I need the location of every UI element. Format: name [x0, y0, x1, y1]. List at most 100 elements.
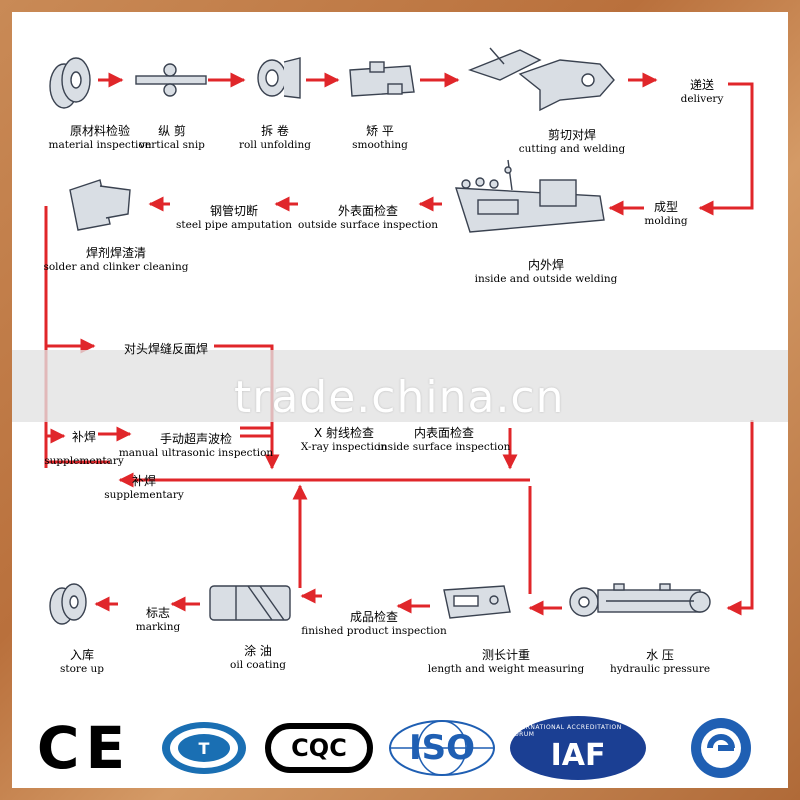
step-label-en: solder and clinker cleaning	[43, 261, 189, 273]
step-label-zh: 外表面检查	[337, 204, 398, 218]
step-label-en: X-ray inspection	[300, 441, 388, 453]
iaf-ring-text: INTERNATIONAL ACCREDITATION FORUM	[510, 723, 622, 738]
equipment-icons	[49, 47, 711, 625]
step-delivery: 递送 delivery	[681, 76, 724, 105]
svg-text:T: T	[199, 739, 210, 758]
step-label-zh: 内表面检查	[413, 426, 475, 440]
ce-mark-text: CE	[36, 714, 132, 782]
arrow	[726, 420, 754, 616]
step-label-en: supplementary	[104, 489, 184, 501]
step-vertical-snip: 纵 剪 vertical snip	[139, 122, 205, 151]
step-label-zh: 纵 剪	[158, 124, 186, 138]
step-roll-unfolding: 拆 卷 roll unfolding	[239, 122, 311, 151]
step-label-zh: 拆 卷	[261, 124, 289, 138]
step-label-en: length and weight measuring	[427, 663, 585, 675]
flow-arrows-layer	[44, 47, 754, 625]
step-label-zh: 对头焊缝反面焊	[123, 342, 209, 356]
step-label-zh: 涂 油	[244, 644, 272, 658]
step-label-en: supplementary	[44, 455, 124, 467]
step-label-en: store up	[60, 663, 104, 675]
pipe-oil-coating-icon	[209, 585, 291, 621]
step-solder-clinker-cleaning: 焊剂焊渣清 solder and clinker cleaning	[43, 244, 188, 273]
step-label-zh: 矫 平	[366, 124, 394, 138]
step-label-en: finished product inspection	[301, 625, 447, 637]
step-outside-surface-inspection: 外表面检查 outside surface inspection	[298, 202, 438, 231]
step-oil-coating: 涂 油 oil coating	[230, 642, 286, 671]
step-marking: 标志 marking	[136, 604, 180, 633]
iaf-logo: INTERNATIONAL ACCREDITATION FORUM IAF	[508, 716, 648, 780]
ccc-seal-icon: T	[158, 718, 250, 778]
step-label-en: manual ultrasonic inspection	[118, 447, 274, 459]
step-label-zh: 补焊	[71, 430, 96, 444]
watermark-text: trade.china.cn	[234, 372, 565, 423]
cbs-circle-logo	[666, 718, 776, 778]
cqc-logo: CQC	[260, 718, 378, 778]
ce-mark-logo: CE	[20, 714, 148, 782]
weighing-machine-icon	[443, 585, 511, 619]
step-label-en: vertical snip	[139, 139, 205, 151]
step-label-zh: 焊剂焊渣清	[85, 246, 146, 260]
hydraulic-press-icon	[569, 583, 711, 617]
step-hydraulic-pressure: 水 压 hydraulic pressure	[610, 646, 710, 675]
step-label-zh: 标志	[145, 606, 171, 620]
iaf-text: IAF	[550, 737, 606, 773]
step-label-zh: 补焊	[131, 474, 156, 488]
step-cutting-welding: 剪切对焊 cutting and welding	[519, 126, 625, 155]
certification-bar: CE T CQC ISO INTERNATIONAL ACCREDITATION…	[12, 706, 788, 788]
step-label-en: smoothing	[352, 139, 408, 151]
step-label-zh: 钢管切断	[209, 204, 258, 218]
step-steel-pipe-amputation: 钢管切断 steel pipe amputation	[176, 202, 292, 231]
step-inside-outside-welding: 内外焊 inside and outside welding	[475, 256, 618, 285]
step-molding: 成型 molding	[644, 198, 687, 227]
step-label-en: inside and outside welding	[474, 273, 618, 285]
step-supplementary-1: 补焊 supplementary	[44, 428, 124, 467]
step-store-up: 入库 store up	[60, 646, 104, 675]
step-label-en: roll unfolding	[238, 139, 312, 151]
step-finished-product-inspection: 成品检查 finished product inspection	[301, 608, 447, 637]
step-label-zh: 原材料检验	[69, 124, 131, 138]
step-inside-surface-inspection: 内表面检查 inside surface inspection	[378, 424, 511, 453]
arrow	[698, 82, 754, 216]
steel-coil-icon	[49, 57, 91, 109]
step-label-zh: X 射线检查	[313, 426, 375, 440]
step-supplementary-2: 补焊 supplementary	[104, 472, 184, 501]
snip-machine-icon	[135, 63, 207, 97]
step-length-weight-measuring: 测长计重 length and weight measuring	[428, 646, 585, 675]
stored-pipes-icon	[49, 583, 87, 625]
step-label-zh: 手动超声波检	[159, 432, 233, 446]
step-label-zh: 剪切对焊	[547, 128, 596, 142]
flow-arrows	[44, 72, 754, 616]
step-label-en: molding	[644, 215, 688, 227]
step-label-zh: 内外焊	[527, 258, 565, 272]
iso-logo: ISO	[386, 718, 498, 778]
process-diagram: 原材料检验 material inspection 纵 剪 vertical s…	[12, 12, 788, 706]
step-label-en: marking	[135, 621, 181, 633]
step-label-en: delivery	[680, 93, 724, 105]
watermark-band	[12, 350, 788, 422]
step-manual-ultrasonic: 手动超声波检 manual ultrasonic inspection	[119, 430, 273, 459]
step-label-en: inside surface inspection	[377, 441, 511, 453]
step-label-en: oil coating	[230, 659, 286, 671]
step-label-en: cutting and welding	[518, 143, 626, 155]
step-butt-weld-back: 对头焊缝反面焊	[124, 340, 208, 357]
step-label-zh: 成型	[653, 200, 679, 214]
step-xray-inspection: X 射线检查 X-ray inspection	[301, 424, 387, 453]
step-label-zh: 递送	[689, 78, 714, 92]
roll-unfolding-icon	[257, 57, 301, 99]
cqc-text: CQC	[291, 734, 347, 762]
step-label-zh: 测长计重	[481, 648, 531, 662]
step-label-en: steel pipe amputation	[176, 219, 292, 231]
iso-text: ISO	[408, 728, 476, 768]
step-material-inspection: 原材料检验 material inspection	[49, 122, 152, 151]
molding-welding-line-icon	[455, 159, 605, 233]
cutting-welding-machine-icon	[467, 47, 615, 112]
step-label-en: outside surface inspection	[297, 219, 439, 231]
step-label-zh: 入库	[69, 648, 95, 662]
step-label-zh: 成品检查	[349, 610, 398, 624]
step-label-en: material inspection	[48, 139, 152, 151]
cleaning-machine-icon	[69, 179, 131, 231]
step-label-en: hydraulic pressure	[609, 663, 711, 675]
smoothing-machine-icon	[349, 61, 415, 97]
step-smoothing: 矫 平 smoothing	[352, 122, 408, 151]
step-label-zh: 水 压	[646, 648, 674, 662]
